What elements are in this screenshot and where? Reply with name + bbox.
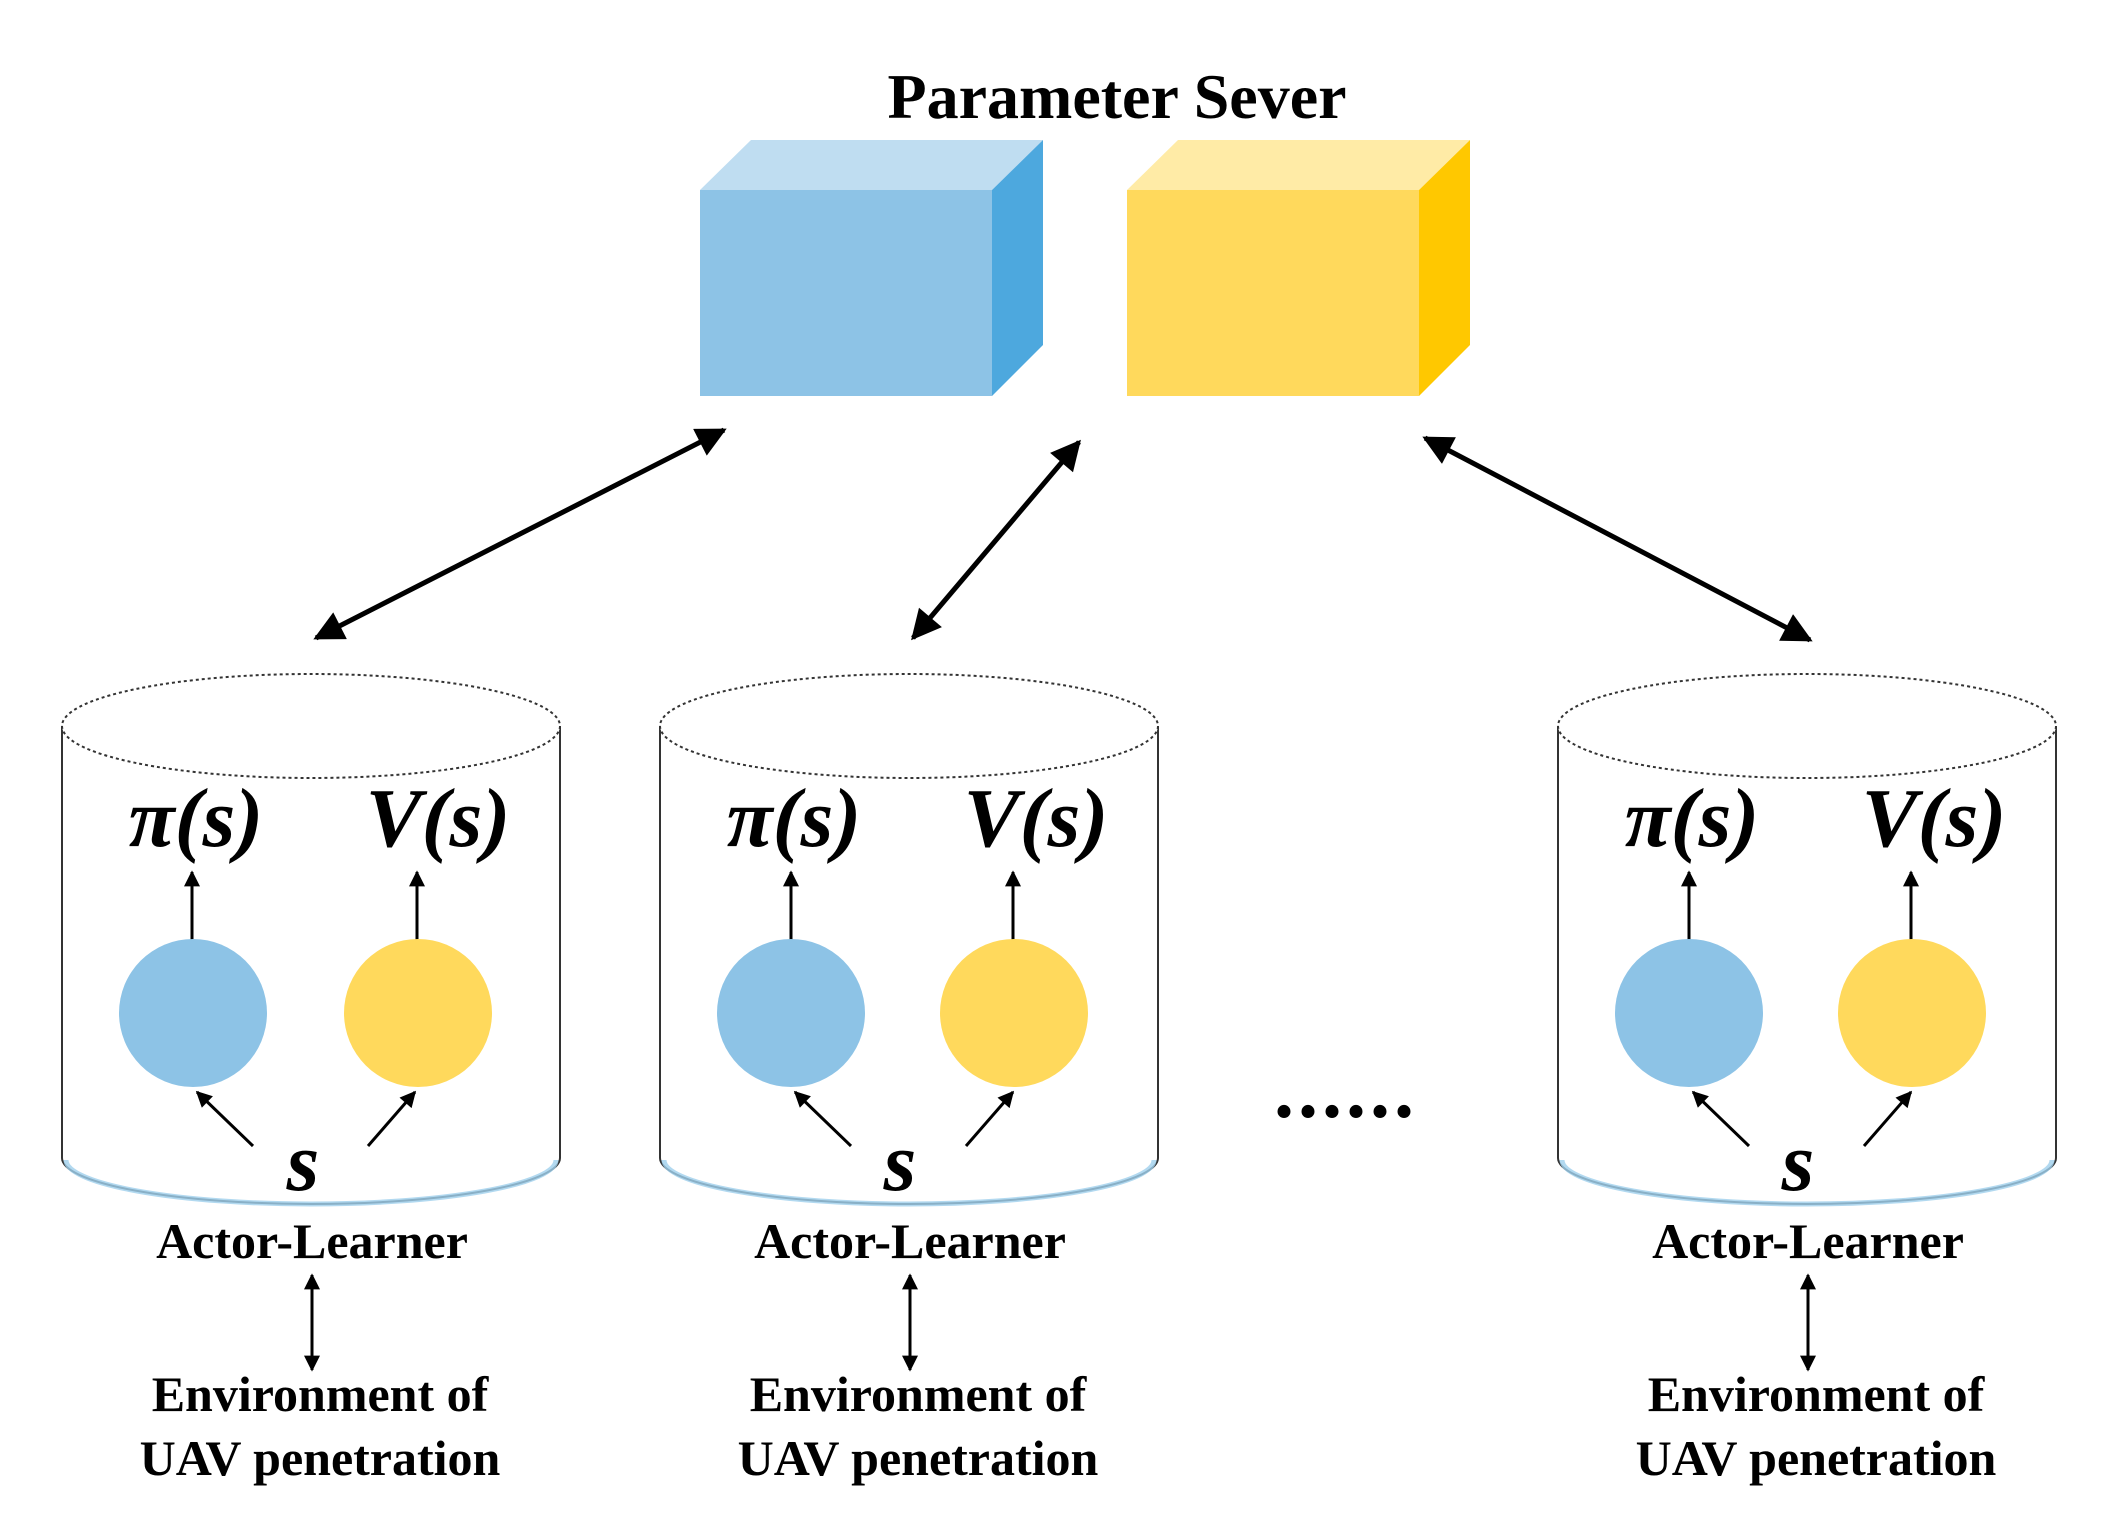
cylinder-bottom-glow <box>661 1159 1157 1207</box>
policy-label: π(s) <box>1625 772 1760 865</box>
value-box-side-face <box>1419 140 1470 396</box>
state-label: s <box>883 1116 917 1209</box>
state-to-value-arrow <box>964 1090 1015 1147</box>
policy-network-node <box>1615 939 1763 1087</box>
actor-learner-3: π(s) V(s) s Actor-Learner Environment of… <box>1557 673 2057 1486</box>
policy-box-front-face <box>700 190 992 396</box>
policy-label: π(s) <box>129 772 264 865</box>
state-label: s <box>286 1116 320 1209</box>
state-label: s <box>1781 1116 1815 1209</box>
cylinder-top <box>659 673 1159 779</box>
value-box-top-face <box>1127 140 1470 190</box>
parameter-server-title: Parameter Sever <box>888 61 1347 132</box>
policy-network-node <box>119 939 267 1087</box>
policy-parameter-box <box>700 140 1043 396</box>
cylinder-bottom-glow <box>63 1159 559 1207</box>
state-to-value-arrow <box>366 1090 417 1147</box>
actor-learner-label: Actor-Learner <box>1652 1213 1964 1269</box>
environment-label-line-2: UAV penetration <box>140 1430 501 1486</box>
environment-label-line-1: Environment of <box>1648 1366 1986 1422</box>
sync-arrow-learner-3 <box>1422 435 1813 643</box>
value-network-node <box>1838 939 1986 1087</box>
actor-learner-2: π(s) V(s) s Actor-Learner Environment of… <box>659 673 1159 1486</box>
environment-label-line-2: UAV penetration <box>1636 1430 1997 1486</box>
state-to-policy-arrow <box>793 1090 853 1148</box>
cylinder-top <box>1557 673 2057 779</box>
actor-learner-1: π(s) V(s) s Actor-Learner Environment of… <box>61 673 561 1486</box>
sync-arrow-learner-1 <box>313 427 727 641</box>
state-to-policy-arrow <box>195 1090 255 1148</box>
policy-box-top-face <box>700 140 1043 190</box>
value-network-node <box>940 939 1088 1087</box>
environment-label-line-2: UAV penetration <box>738 1430 1099 1486</box>
environment-label-line-1: Environment of <box>152 1366 490 1422</box>
value-label: V(s) <box>366 772 511 865</box>
actor-learner-label: Actor-Learner <box>754 1213 1066 1269</box>
value-label: V(s) <box>964 772 1109 865</box>
ellipsis: ...... <box>1274 1047 1418 1135</box>
actor-learner-label: Actor-Learner <box>156 1213 468 1269</box>
policy-label: π(s) <box>727 772 862 865</box>
state-to-value-arrow <box>1862 1090 1913 1147</box>
cylinder-bottom-glow <box>1559 1159 2055 1207</box>
sync-arrow-learner-2 <box>911 439 1081 641</box>
value-label: V(s) <box>1862 772 2007 865</box>
value-parameter-box <box>1127 140 1470 396</box>
environment-label-line-1: Environment of <box>750 1366 1088 1422</box>
policy-box-side-face <box>992 140 1043 396</box>
value-network-node <box>344 939 492 1087</box>
value-box-front-face <box>1127 190 1419 396</box>
cylinder-top <box>61 673 561 779</box>
policy-network-node <box>717 939 865 1087</box>
state-to-policy-arrow <box>1691 1090 1751 1148</box>
